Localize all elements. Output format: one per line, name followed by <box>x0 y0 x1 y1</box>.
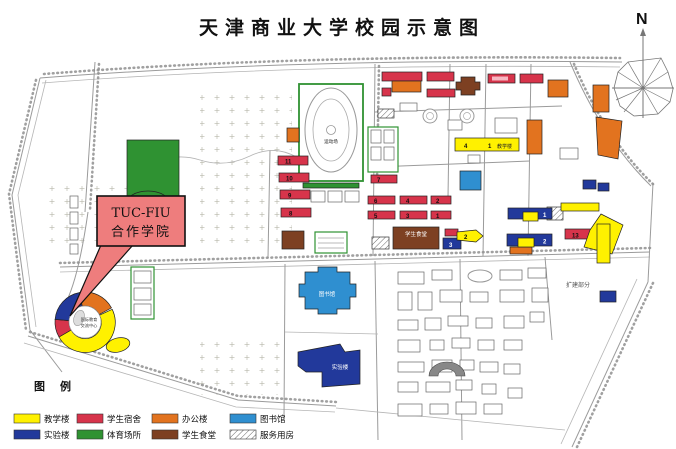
dorm-11-number: 11 <box>285 160 292 166</box>
blue-1-number: 1 <box>543 213 547 219</box>
dorm-7-number: 7 <box>377 178 381 184</box>
legend-swatch-office <box>151 413 179 424</box>
legend-label-sports: 体育场所 <box>107 430 142 440</box>
laboratory-label: 实验楼 <box>332 363 349 371</box>
dorm-4-number: 4 <box>406 199 410 205</box>
legend-swatch-service <box>229 429 257 440</box>
callout-line2: 合作学院 <box>111 224 171 240</box>
outline-buildings <box>69 102 579 283</box>
teach-1-number: 1 <box>488 144 492 150</box>
tree-rows <box>7 56 657 449</box>
legend-label-library: 图书馆 <box>260 414 286 424</box>
legend-swatch-library <box>229 413 257 424</box>
legend-swatch-sports <box>76 429 104 440</box>
dorm-6-number: 6 <box>374 199 378 205</box>
legend-label-dorm: 学生宿舍 <box>107 414 142 424</box>
page-title: 天津商业大学校园示意图 <box>199 16 485 39</box>
intl-center-label-2: 交流中心 <box>81 322 99 329</box>
legend-label-service: 服务用房 <box>260 430 294 440</box>
library-label: 图书馆 <box>319 290 336 298</box>
library-building: 图书馆 <box>298 170 482 315</box>
callout-line1: TUC-FIU <box>111 206 170 221</box>
blue-2-number: 2 <box>543 240 547 246</box>
teaching-building-label: 教学楼 <box>497 143 512 150</box>
office-buildings <box>286 79 623 255</box>
dorm-5-number: 5 <box>374 214 378 220</box>
dorm-10-number: 10 <box>286 177 293 183</box>
canteen-buildings: 学生食堂 <box>281 76 481 250</box>
dorm-8-number: 8 <box>289 212 293 218</box>
dorm-1-number: 1 <box>436 214 440 220</box>
dorm-3-number: 3 <box>406 214 410 220</box>
stadium: 运动场 <box>298 83 364 203</box>
legend-swatch-canteen <box>151 429 179 440</box>
callout-box <box>96 195 186 247</box>
legend-title: 图 例 <box>34 379 77 393</box>
tucfiu-callout: TUC-FIU 合作学院 <box>69 195 186 317</box>
dorm-9-number: 9 <box>288 194 292 200</box>
building-13-number: 13 <box>572 234 579 240</box>
international-center: 国际教育 交流中心 <box>54 291 131 353</box>
legend-swatch-teaching <box>13 413 41 424</box>
legend: 图 例 教学楼 学生宿舍 办公楼 图书馆 实验楼 体育场所 学生食堂 服务用房 <box>13 379 294 440</box>
student-canteen-label: 学生食堂 <box>405 230 428 238</box>
roads <box>11 60 654 448</box>
north-label: N <box>636 11 648 28</box>
green-compounds <box>130 126 399 320</box>
expansion-area-label: 扩建部分 <box>566 281 590 289</box>
teach-4-number: 4 <box>464 144 468 150</box>
blue-3-number: 3 <box>449 243 453 249</box>
teach-2-number: 2 <box>464 235 468 241</box>
legend-swatch-lab <box>13 429 41 440</box>
dormitory-buildings: 7 6 4 2 5 3 1 11 10 9 8 13 <box>277 71 592 240</box>
legend-label-canteen: 学生食堂 <box>182 430 216 440</box>
legend-label-lab: 实验楼 <box>44 430 70 440</box>
north-arrow: N <box>612 11 674 118</box>
sports-field-label: 运动场 <box>324 138 338 145</box>
intl-center-label-1: 国际教育 <box>81 316 98 323</box>
expansion-area: 扩建部分 <box>397 267 590 417</box>
legend-label-teaching: 教学楼 <box>44 414 70 424</box>
teaching-buildings: 4 1 教学楼 2 3 <box>454 137 624 264</box>
dorm-2-number: 2 <box>436 199 440 205</box>
legend-swatch-dorm <box>76 413 104 424</box>
legend-label-office: 办公楼 <box>182 414 208 424</box>
